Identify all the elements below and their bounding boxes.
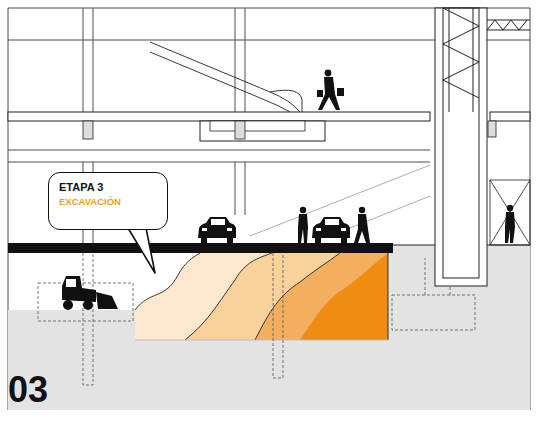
slab bbox=[490, 112, 530, 121]
lower-level-lines bbox=[8, 150, 430, 243]
crane-jib bbox=[487, 20, 530, 21]
shopping-bag bbox=[317, 90, 323, 97]
escalator-rail bbox=[150, 52, 290, 112]
person bbox=[505, 205, 515, 243]
road-slab bbox=[8, 243, 393, 253]
layer-edge bbox=[135, 340, 388, 341]
beam bbox=[83, 121, 93, 139]
escalator-pit bbox=[200, 121, 325, 141]
beam bbox=[488, 121, 496, 137]
person-body bbox=[298, 214, 308, 243]
person bbox=[317, 70, 344, 110]
car-light bbox=[227, 228, 232, 231]
person bbox=[298, 207, 308, 243]
car-body bbox=[198, 217, 236, 238]
car bbox=[312, 217, 350, 243]
column-line bbox=[235, 8, 236, 112]
door-frame bbox=[490, 180, 530, 245]
shaft bbox=[435, 8, 487, 286]
soil-layer bbox=[255, 253, 388, 340]
loader-wheel bbox=[63, 300, 73, 310]
car-wheel bbox=[227, 238, 233, 243]
callout-tail bbox=[128, 228, 155, 273]
column-line bbox=[93, 8, 94, 112]
soil-layer bbox=[185, 253, 388, 340]
glass-door bbox=[490, 180, 530, 245]
column-line bbox=[83, 8, 84, 112]
column-line bbox=[245, 162, 246, 215]
loader-bucket bbox=[96, 292, 118, 309]
car-wheel bbox=[201, 238, 207, 243]
car-light bbox=[202, 228, 207, 231]
ceiling-line bbox=[8, 150, 430, 151]
car-window bbox=[325, 219, 339, 225]
layer-edge bbox=[255, 253, 340, 340]
crane-lattice bbox=[443, 8, 479, 112]
beam bbox=[235, 121, 245, 139]
person bbox=[354, 207, 370, 243]
loader-wheel bbox=[83, 300, 93, 310]
car-window bbox=[211, 219, 225, 225]
soil-layer bbox=[300, 253, 388, 340]
soil-layers bbox=[135, 245, 388, 340]
layer-edge bbox=[388, 245, 389, 340]
loader-body bbox=[62, 276, 96, 302]
pile bbox=[273, 253, 283, 378]
stage-name: EXCAVACIÓN bbox=[59, 195, 157, 208]
footing bbox=[392, 295, 475, 330]
escalator-rail bbox=[270, 90, 302, 112]
foundations bbox=[38, 253, 475, 385]
figure-number: 03 bbox=[8, 372, 48, 408]
elevator-tower bbox=[435, 8, 530, 286]
layer-edge bbox=[185, 253, 272, 340]
escalator-pit bbox=[210, 121, 305, 131]
car-light bbox=[316, 228, 321, 231]
car-body bbox=[312, 217, 350, 238]
callout-bubble: ETAPA 3EXCAVACIÓN bbox=[48, 172, 168, 230]
pile bbox=[83, 253, 93, 385]
crane-jib bbox=[487, 30, 530, 31]
column-line bbox=[235, 162, 236, 215]
shaft-inner bbox=[443, 8, 479, 278]
loader-window bbox=[66, 279, 76, 287]
person-head bbox=[300, 207, 306, 213]
door-panel bbox=[490, 180, 530, 245]
person-body bbox=[505, 212, 515, 243]
person-head bbox=[325, 70, 332, 77]
ramp-line bbox=[330, 196, 430, 236]
shopping-bag bbox=[337, 88, 344, 96]
person-body bbox=[318, 77, 340, 110]
escalator bbox=[150, 42, 302, 112]
car-wheel bbox=[341, 238, 347, 243]
ceiling-line bbox=[8, 162, 430, 163]
skid-loader bbox=[62, 276, 118, 310]
escalator-rail bbox=[150, 42, 300, 112]
person-head bbox=[359, 207, 365, 213]
car bbox=[198, 217, 236, 243]
frame-lines bbox=[8, 8, 530, 410]
car-wheel bbox=[315, 238, 321, 243]
person-body bbox=[354, 214, 370, 243]
layer-edge bbox=[135, 253, 200, 310]
soil-layer bbox=[135, 253, 388, 340]
stage-title: ETAPA 3 bbox=[59, 180, 157, 194]
crane-jib bbox=[487, 20, 527, 30]
car-light bbox=[341, 228, 346, 231]
slab bbox=[8, 112, 430, 121]
person-head bbox=[507, 205, 513, 211]
column-line bbox=[245, 8, 246, 112]
